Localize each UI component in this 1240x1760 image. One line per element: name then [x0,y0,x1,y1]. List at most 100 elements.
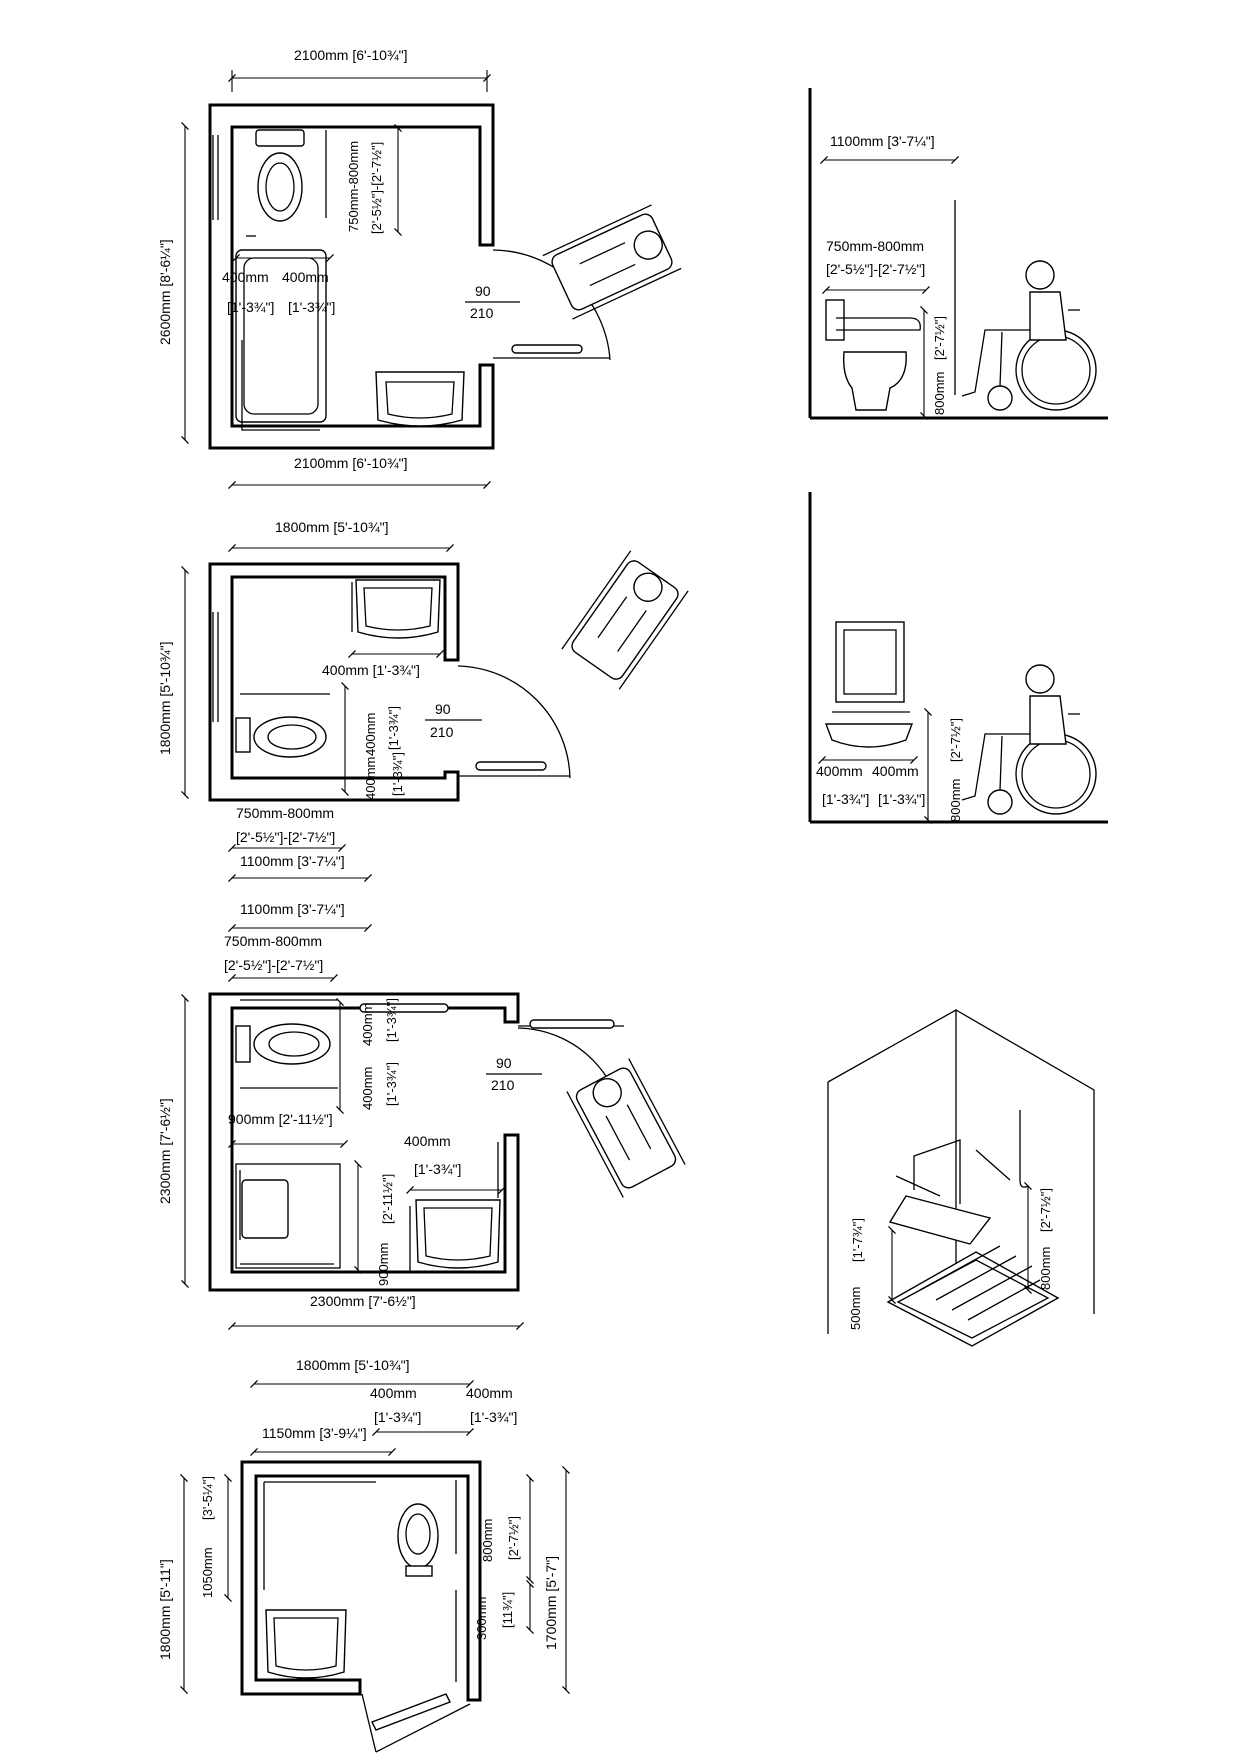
iso-angled-rail [975,1149,1011,1181]
elev2-offset-a: 400mm [816,763,863,779]
plan4-height-right: 1700mm [5'-7"] [543,1556,559,1650]
plan2-height-label: 1800mm [5'-10¾"] [157,642,173,755]
plan4-basin-bowl [273,1617,339,1671]
iso-right-wall [955,1009,1095,1314]
plan2-toilet-bowl [253,716,327,758]
iso-seat-back [913,1139,961,1204]
plan2-toilet-seat [267,724,317,750]
plan3-rail-height-label: 750mm-800mm [224,933,322,949]
elev2-mirror [835,621,905,703]
elev2-wheelchair-user [961,664,1097,815]
iso-rail-height: 800mm [1038,1247,1053,1290]
plan4-basin [265,1609,347,1679]
plan3-wheelchair-user [566,1058,686,1198]
plan2-wheelchair-user [561,550,689,690]
plan3-shower-width: 900mm [2'-11½"] [228,1111,333,1127]
plan4-offset-b: 400mm [466,1385,513,1401]
plan4-grab-rail [263,1481,376,1590]
plan3-wall-rail [359,1003,449,1013]
plan3-toilet-bowl [253,1023,331,1065]
plan3-shower-depth-imperial: [2'-11½"] [380,1174,395,1224]
plan-1-bathroom: 2100mm [6'-10¾"] 2100mm [6'-10¾"] 2600mm… [157,47,682,489]
plan1-door-width: 90 [475,283,491,299]
plan4-toilet-height: 800mm [480,1519,495,1562]
plan1-toilet-bowl [257,152,303,222]
plan1-offset-b-label: 400mm [282,269,329,285]
plan4-top-width-label: 1800mm [5'-10¾"] [296,1357,409,1373]
plan4-height-left: 1800mm [5'-11"] [157,1559,173,1660]
plan1-bottom-width-label: 2100mm [6'-10¾"] [294,455,407,471]
plan1-rail-height-imperial: [2'-5½"]-[2'-7½"] [369,142,384,234]
elev1-wheelchair-user [961,260,1097,411]
elev2-basin [824,723,914,748]
plan3-shower-depth: 900mm [376,1243,391,1286]
plan1-bath-rail [241,340,320,431]
elev1-reach-label: 1100mm [3'-7¼"] [830,133,935,149]
plan1-top-width-label: 2100mm [6'-10¾"] [294,47,407,63]
iso-seat-height-imperial: [1'-7¾"] [850,1218,865,1262]
plan1-rail-height-label: 750mm-800mm [346,141,361,232]
plan1-basin [375,371,465,427]
plan4-toilet-seat [405,1513,431,1555]
plan2-door-swing [457,665,571,779]
plan4-rail-vertical: 1050mm [200,1547,215,1598]
iso-rail-height-imperial: [2'-7½"] [1038,1188,1053,1232]
plan-4-bathroom: 1800mm [5'-10¾"] 400mm [1'-3¾"] 400mm [1… [157,1357,570,1753]
plan1-door-height: 210 [470,305,494,321]
plan3-door-height: 210 [491,1077,515,1093]
plan2-door-width: 90 [435,701,451,717]
elev1-toilet [842,351,907,411]
plan2-walls [208,562,460,802]
plan1-offset-a-imperial: [1'-3¾"] [227,299,274,315]
plan4-toilet-height-imperial: [2'-7½"] [506,1516,521,1560]
plan4-door-swing [361,1693,377,1753]
plan3-basin-offset-imperial: [1'-3¾"] [414,1161,461,1177]
plan3-rail-height-imperial: [2'-5½"]-[2'-7½"] [224,957,323,973]
plan1-basin-bowl [385,381,455,419]
elev1-rail-height-label: 750mm-800mm [826,238,924,254]
elev2-side-height: 800mm [948,779,963,822]
plan2-door-rail [475,761,547,771]
plan4-rail-length: 1150mm [3'-9¼"] [262,1425,367,1441]
plan-3-bathroom: 1100mm [3'-7¼"] 750mm-800mm [2'-5½"]-[2'… [157,901,686,1330]
plan3-shower-rail [239,1170,334,1265]
plan3-door-width: 90 [496,1055,512,1071]
plan1-walls [208,103,495,450]
plan2-toilet-offset-a-imperial: [1'-3¾"] [386,706,401,750]
iso-grate-lines [919,1245,1041,1321]
plan3-basin [415,1199,501,1269]
plan1-bathtub [235,249,327,423]
shower-isometric: 500mm [1'-7¾"] 800mm [2'-7½"] [827,1008,1095,1347]
plan4-toilet-offset-imperial: [11¾"] [500,1592,515,1628]
plan2-top-width-label: 1800mm [5'-10¾"] [275,519,388,535]
plan1-toilet-seat [265,162,295,212]
plan3-toilet-offset-b-imperial: [1'-3¾"] [384,1062,399,1106]
plan3-basin-offset: 400mm [404,1133,451,1149]
plan1-height-label: 2600mm [8'-6¼"] [157,239,173,345]
plan3-toilet-offset-a-imperial: [1'-3¾"] [384,998,399,1042]
plan2-basin [355,579,441,639]
plan1-toilet-cistern [255,129,305,147]
plan4-rail-vertical-imperial: [3'-5¼"] [200,1476,215,1520]
plan2-basin-offset: 400mm [1'-3¾"] [322,662,420,678]
plan3-rail-reach-label: 1100mm [3'-7¼"] [240,901,345,917]
plan1-offset-b-imperial: [1'-3¾"] [288,299,335,315]
plan2-toilet-offset-b: 400mm [363,757,378,800]
iso-seat-height: 500mm [848,1287,863,1330]
elev1-side-height: 800mm [932,372,947,415]
plan4-offset-b-imperial: [1'-3¾"] [470,1409,517,1425]
plan3-bottom-width-label: 2300mm [7'-6½"] [310,1293,416,1309]
plan3-shower-seat [241,1179,289,1239]
elev1-rail-height-imperial: [2'-5½"]-[2'-7½"] [826,261,925,277]
plan3-basin-bowl [423,1207,493,1261]
elev1-cistern [825,299,845,341]
elevation-2-basin: 400mm 400mm [1'-3¾"] [1'-3¾"] 800mm [2'-… [808,492,1108,824]
plan4-door-leaf [375,1703,471,1753]
plan3-door-rail [529,1019,615,1029]
iso-fold-seat [888,1195,992,1245]
elev1-side-height-imperial: [2'-7½"] [932,316,947,360]
elev2-mirror-inner [843,629,897,695]
plan2-cistern [235,717,251,753]
